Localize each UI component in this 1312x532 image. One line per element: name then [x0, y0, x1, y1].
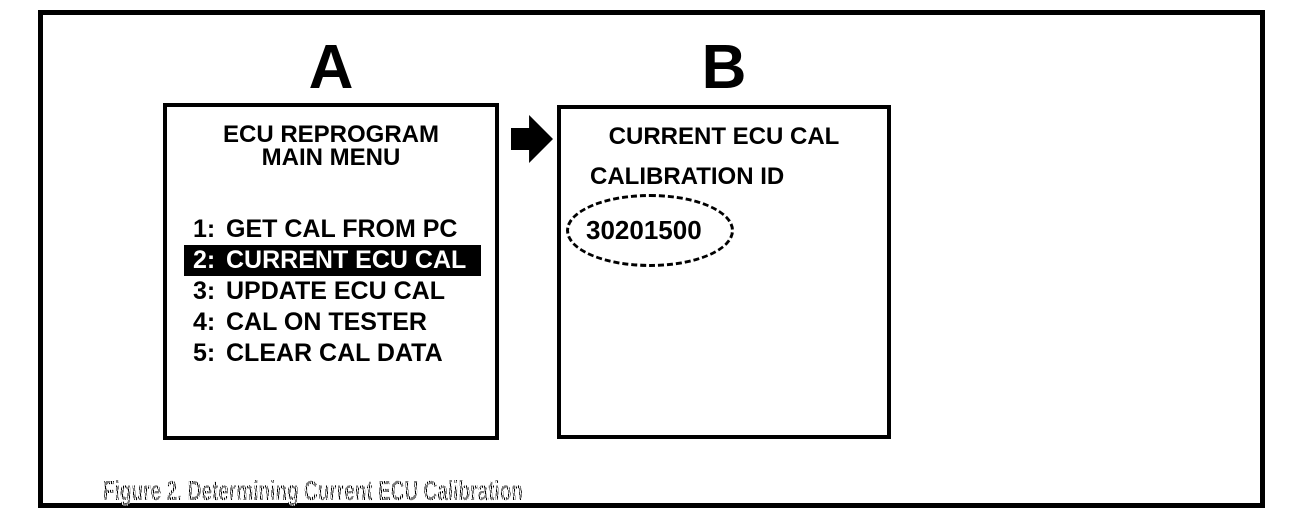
menu-item-update-ecu-cal: 3: UPDATE ECU CAL — [184, 276, 481, 307]
arrow-right-icon — [511, 115, 553, 163]
menu-item-number: 5: — [193, 339, 216, 367]
menu-item-cal-on-tester: 4: CAL ON TESTER — [184, 307, 481, 338]
menu-item-number: 1: — [193, 215, 216, 243]
calibration-id-value: 30201500 — [586, 215, 702, 245]
calibration-id-label: CALIBRATION ID — [590, 163, 785, 190]
menu-item-label: CLEAR CAL DATA — [226, 339, 443, 367]
menu-item-label: UPDATE ECU CAL — [226, 277, 445, 305]
menu-item-clear-cal-data: 5: CLEAR CAL DATA — [184, 338, 481, 369]
menu-item-current-ecu-cal: 2: CURRENT ECU CAL — [184, 245, 481, 276]
calibration-id-highlight-ellipse: 30201500 — [566, 194, 734, 267]
screen-b-title: CURRENT ECU CAL — [608, 123, 840, 150]
menu-item-number: 4: — [193, 308, 216, 336]
figure-caption: Figure 2. Determining Current ECU Calibr… — [103, 475, 523, 506]
screen-a-main-menu: ECU REPROGRAM MAIN MENU 1: GET CAL FROM P… — [163, 103, 499, 440]
screen-a-title: ECU REPROGRAM MAIN MENU — [222, 121, 439, 171]
panel-b-label: B — [701, 33, 747, 102]
menu-item-get-cal-from-pc: 1: GET CAL FROM PC — [184, 214, 481, 245]
menu-item-label: CURRENT ECU CAL — [226, 246, 467, 274]
menu-item-number: 2: — [193, 246, 216, 274]
main-menu-list: 1: GET CAL FROM PC 2: CURRENT ECU CAL 3: UP… — [184, 214, 481, 369]
menu-item-label: CAL ON TESTER — [226, 308, 427, 336]
menu-item-number: 3: — [193, 277, 216, 305]
figure-frame: A B ECU REPROGRAM MAIN MENU 1: GET CAL FR… — [38, 10, 1265, 508]
menu-item-label: GET CAL FROM PC — [226, 215, 458, 243]
panel-a-label: A — [308, 33, 354, 102]
screen-b-current-ecu-cal: CURRENT ECU CAL CALIBRATION ID 30201500 — [557, 105, 891, 439]
